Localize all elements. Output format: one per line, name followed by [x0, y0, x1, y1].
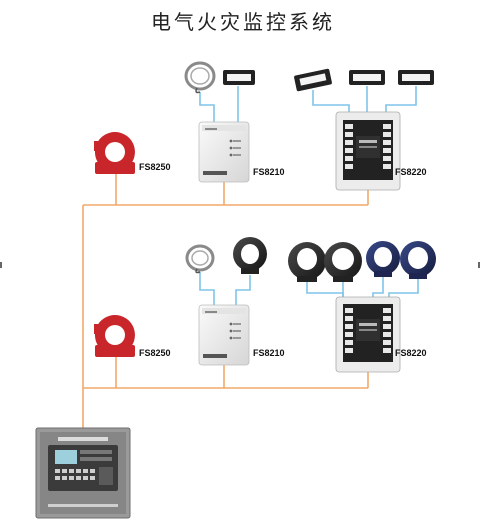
- rect-ct-top-2: [294, 68, 332, 92]
- ring-ct-bottom-5: [400, 241, 436, 279]
- ring-ct-bottom-1: [233, 237, 267, 274]
- page-title: 电气火灾监控系统: [151, 10, 335, 34]
- rect-ct-top-4: [398, 70, 434, 85]
- sensor-lines-top: [199, 86, 417, 122]
- rect-ct-top-1: [223, 70, 255, 85]
- ring-ct-bottom-2: [288, 242, 326, 282]
- label-fs8210-top: FS8210: [253, 167, 285, 177]
- fs8250-transformer-top: [94, 132, 135, 174]
- fs8210-module-top: [198, 121, 250, 183]
- ring-ct-bottom-4: [366, 241, 400, 277]
- label-fs8210-bottom: FS8210: [253, 348, 285, 358]
- label-fs8220-bottom: FS8220: [395, 348, 427, 358]
- rect-ct-top-3: [349, 70, 385, 85]
- edge-tick-right: [478, 262, 480, 268]
- label-fs8250-top: FS8250: [139, 162, 171, 172]
- ring-ct-bottom-3: [324, 242, 362, 282]
- label-fs8250-bottom: FS8250: [139, 348, 171, 358]
- coil-sensor-bottom: [185, 244, 215, 274]
- edge-tick-left: [0, 262, 2, 268]
- fs8210-module-bottom: [198, 304, 250, 366]
- fs8250-transformer-bottom: [94, 315, 135, 357]
- bus-lines: [82, 172, 369, 430]
- monitoring-host-cabinet: [35, 427, 131, 519]
- fs8220-module-bottom: [335, 296, 401, 373]
- coil-sensor-top: [184, 61, 216, 94]
- fs8220-module-top: [335, 111, 401, 191]
- label-fs8220-top: FS8220: [395, 167, 427, 177]
